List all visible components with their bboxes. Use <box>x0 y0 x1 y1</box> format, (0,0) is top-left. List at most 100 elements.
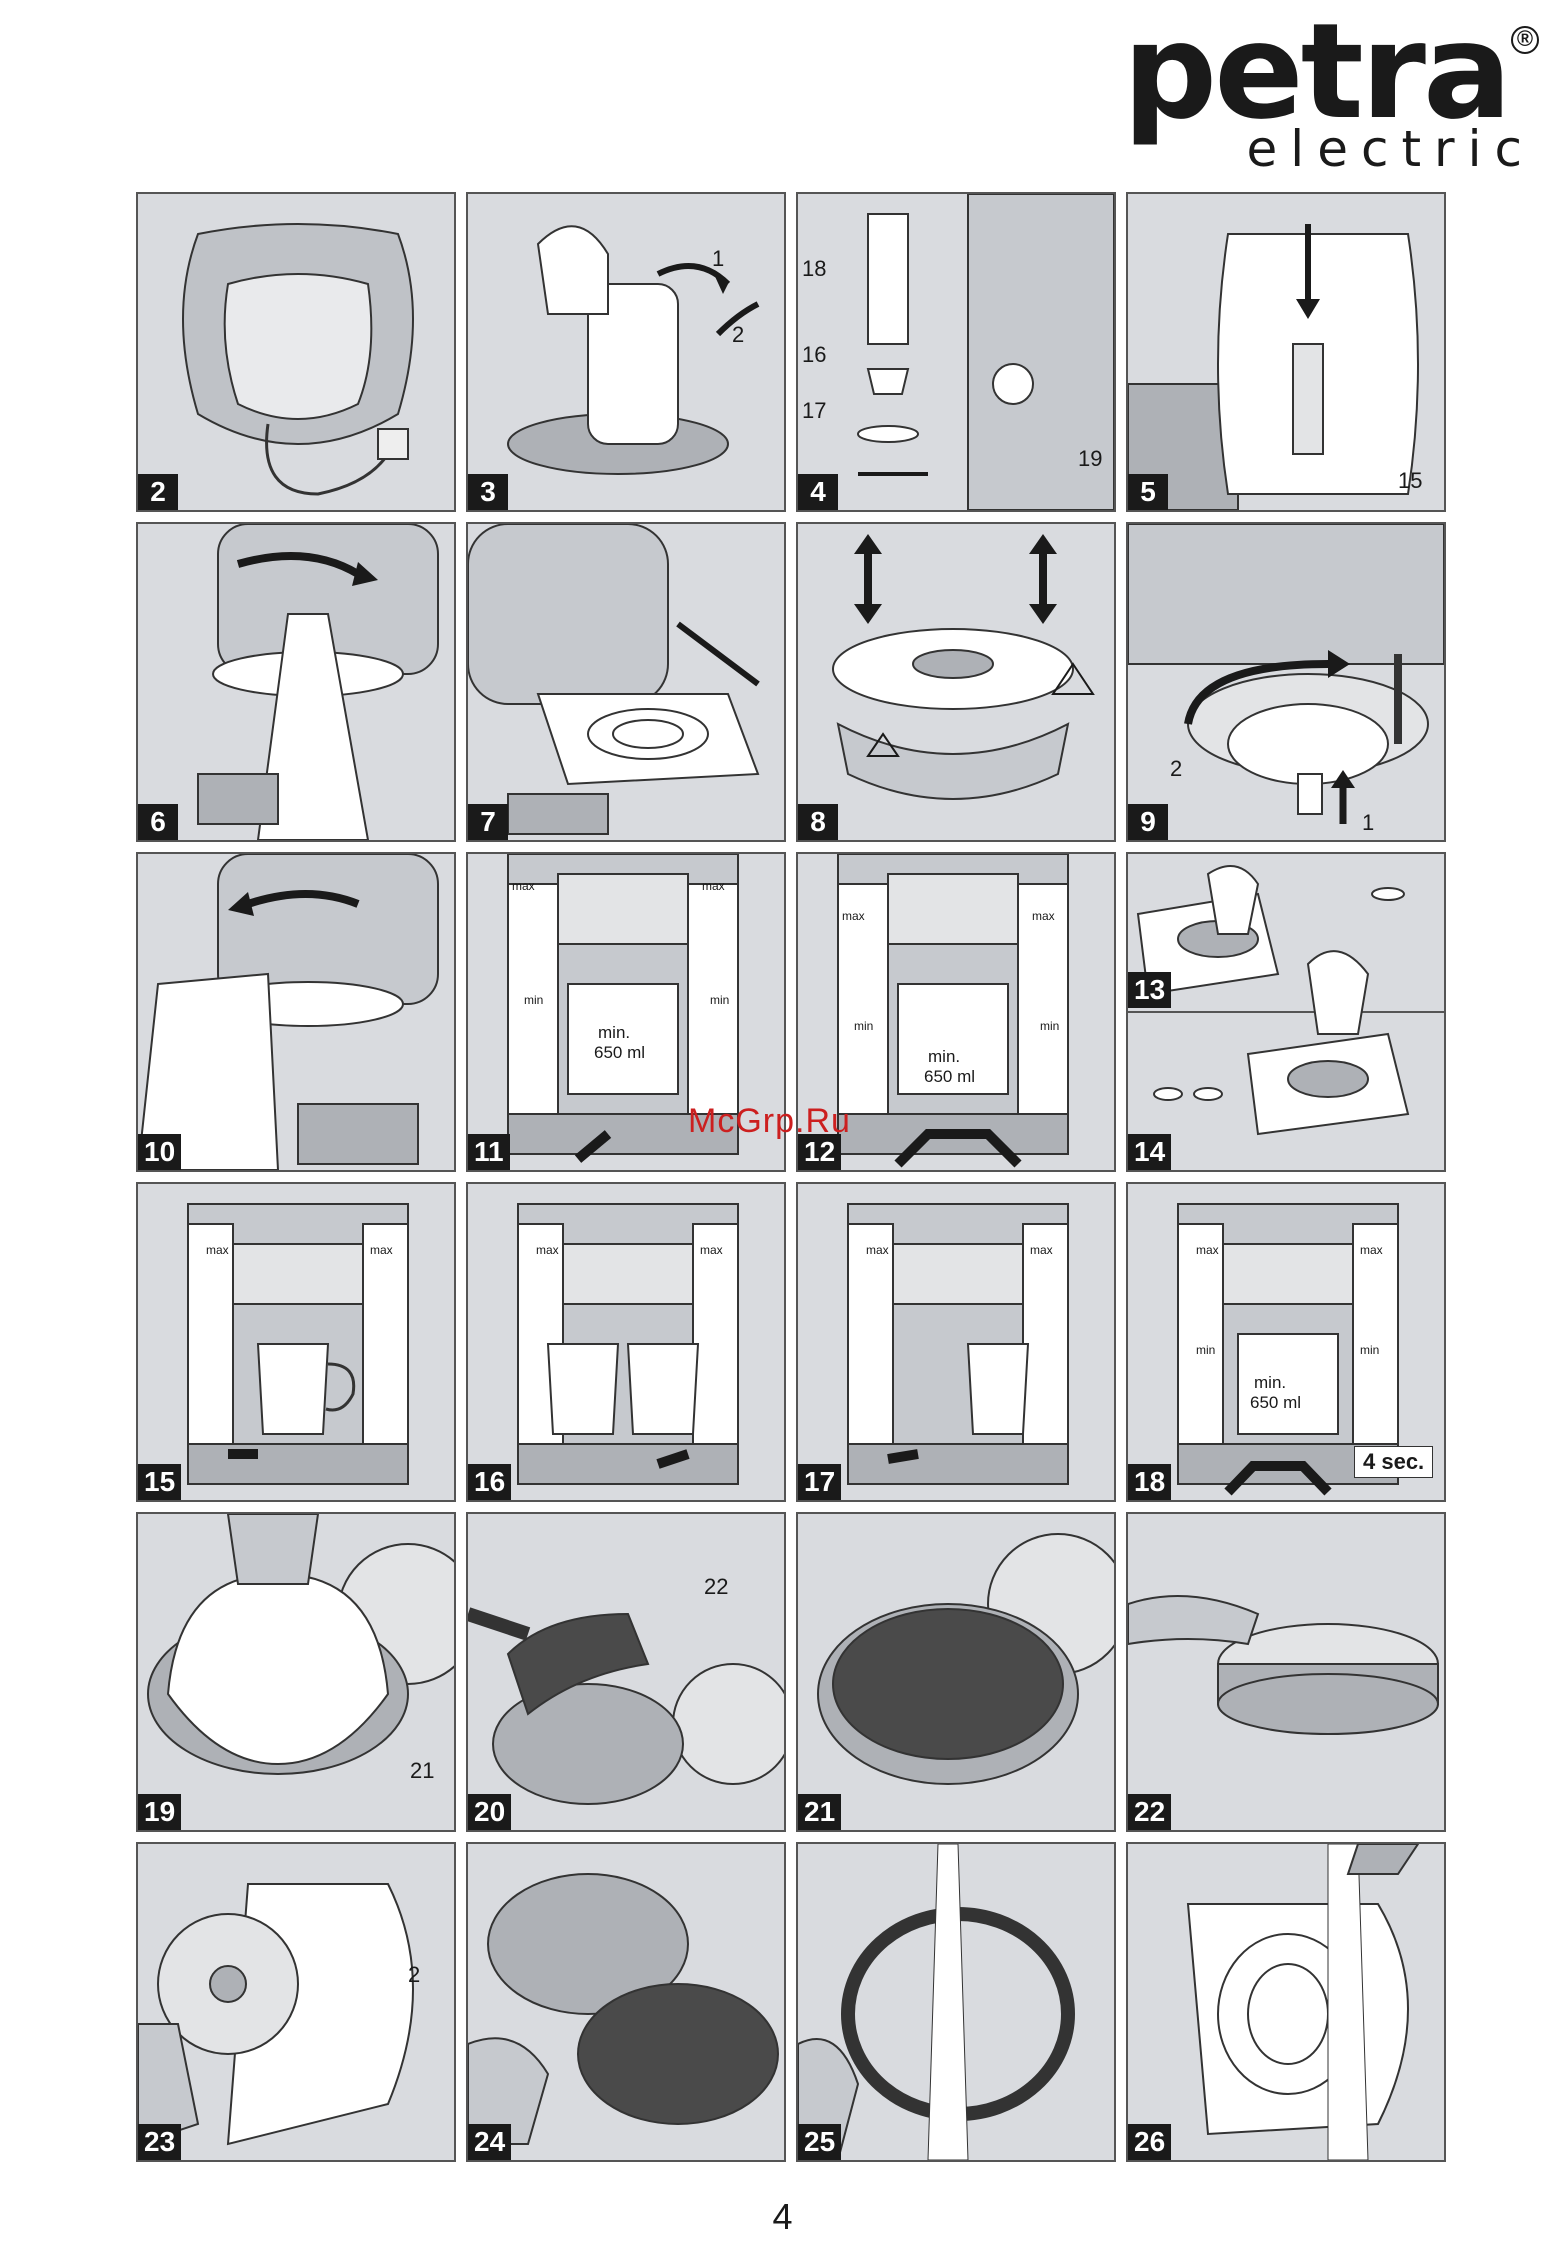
max-mark-label: max <box>512 880 535 892</box>
panel-19: 21 19 <box>136 1512 456 1832</box>
hot-water-illustration <box>798 1184 1114 1500</box>
min-mark-label: min <box>854 1020 873 1032</box>
max-mark-label: max <box>206 1244 229 1256</box>
panel-23: 2 23 <box>136 1842 456 2162</box>
coffee-fill-illustration <box>468 1514 784 1830</box>
part-label-15: 15 <box>1398 470 1422 492</box>
step-number-badge: 13 <box>1128 972 1171 1008</box>
panel-21: 21 <box>796 1512 1116 1832</box>
step-number-badge: 22 <box>1128 1794 1171 1830</box>
duration-tag: 4 sec. <box>1354 1446 1433 1478</box>
volume-label: 650 ml <box>1250 1394 1301 1411</box>
callout-label: 2 <box>732 324 744 346</box>
panel-25: 25 <box>796 1842 1116 2162</box>
step-label: 2 <box>1170 758 1182 780</box>
step-label: 1 <box>1362 812 1374 834</box>
holder-rinse-illustration <box>1128 1844 1444 2160</box>
volume-label: 650 ml <box>924 1068 975 1085</box>
max-mark-label: max <box>1030 1244 1053 1256</box>
brew-unit-parts-illustration <box>798 524 1114 840</box>
watermark: McGrp.Ru <box>688 1102 851 1141</box>
max-mark-label: max <box>866 1244 889 1256</box>
panel-6: 6 <box>136 522 456 842</box>
part-label-19: 19 <box>1078 448 1102 470</box>
pad-lid-close-illustration <box>1128 1514 1444 1830</box>
min-mark-label: min <box>710 994 729 1006</box>
max-mark-label: max <box>1360 1244 1383 1256</box>
part-label-17: 17 <box>802 400 826 422</box>
filter-insert-illustration <box>1128 194 1444 510</box>
volume-label: 650 ml <box>594 1044 645 1061</box>
max-mark-label: max <box>1032 910 1055 922</box>
step-number-badge: 9 <box>1128 804 1168 840</box>
step-number-badge: 8 <box>798 804 838 840</box>
max-mark-label: max <box>842 910 865 922</box>
part-label-21: 21 <box>410 1760 434 1782</box>
filled-pad-illustration <box>798 1514 1114 1830</box>
min-mark-label: min <box>1040 1020 1059 1032</box>
panel-4: 18 16 17 19 4 <box>796 192 1116 512</box>
max-mark-label: max <box>370 1244 393 1256</box>
panel-13-14: 13 14 <box>1126 852 1446 1172</box>
pad-insertion-illustration <box>1128 854 1444 1170</box>
water-tank-removal-illustration <box>468 194 784 510</box>
pad-press-illustration <box>138 1514 454 1830</box>
max-mark-label: max <box>536 1244 559 1256</box>
step-number-badge: 24 <box>468 2124 511 2160</box>
step-number-badge: 10 <box>138 1134 181 1170</box>
step-number-badge: 23 <box>138 2124 181 2160</box>
illustration-grid: 2 1 2 3 18 16 17 19 4 <box>136 192 1448 2172</box>
panel-24: 24 <box>466 1842 786 2162</box>
brand-subtitle: electric <box>1247 124 1535 174</box>
step-number-badge: 25 <box>798 2124 841 2160</box>
step-number-badge: 18 <box>1128 1464 1171 1500</box>
step-number-badge: 6 <box>138 804 178 840</box>
part-label-18: 18 <box>802 258 826 280</box>
machine-base-illustration <box>138 194 454 510</box>
min-volume-label: min. <box>1254 1374 1286 1391</box>
min-mark-label: min <box>1196 1344 1215 1356</box>
min-mark-label: min <box>524 994 543 1006</box>
min-volume-label: min. <box>928 1048 960 1065</box>
filter-parts-illustration <box>798 194 1114 510</box>
step-number-badge: 15 <box>138 1464 181 1500</box>
panel-2: 2 <box>136 192 456 512</box>
panel-5: 15 5 <box>1126 192 1446 512</box>
panel-7: 7 <box>466 522 786 842</box>
max-mark-label: max <box>1196 1244 1219 1256</box>
pad-insert-holder-illustration <box>138 1844 454 2160</box>
step-number-badge: 14 <box>1128 1134 1171 1170</box>
min-mark-label: min <box>1360 1344 1379 1356</box>
max-mark-label: max <box>702 880 725 892</box>
panel-3: 1 2 3 <box>466 192 786 512</box>
panel-8: 8 <box>796 522 1116 842</box>
panel-10: 10 <box>136 852 456 1172</box>
panel-22: 22 <box>1126 1512 1446 1832</box>
brew-unit-lock-illustration <box>1128 524 1444 840</box>
brand-logo: petra ® electric <box>1109 20 1549 180</box>
page-number: 4 <box>0 2196 1565 2238</box>
ring-rinse-illustration <box>798 1844 1114 2160</box>
step-number-badge: 11 <box>468 1134 510 1170</box>
single-cup-brew-illustration <box>138 1184 454 1500</box>
step-number-badge: 20 <box>468 1794 511 1830</box>
step-number-badge: 4 <box>798 474 838 510</box>
panel-20: 22 20 <box>466 1512 786 1832</box>
brew-unit-turn-back-illustration <box>138 854 454 1170</box>
step-number-badge: 21 <box>798 1794 841 1830</box>
brew-unit-unlock-illustration <box>138 524 454 840</box>
callout-label: 1 <box>712 248 724 270</box>
step-number-badge: 16 <box>468 1464 511 1500</box>
step-number-badge: 2 <box>138 474 178 510</box>
panel-16: max max 16 <box>466 1182 786 1502</box>
step-number-badge: 5 <box>1128 474 1168 510</box>
step-number-badge: 7 <box>468 804 508 840</box>
step-number-badge: 19 <box>138 1794 181 1830</box>
min-volume-label: min. <box>598 1024 630 1041</box>
brand-name: petra <box>1123 6 1509 138</box>
position-label: 2 <box>408 1964 420 1986</box>
pad-holder-slide-illustration <box>468 524 784 840</box>
two-cup-brew-illustration <box>468 1184 784 1500</box>
part-label-16: 16 <box>802 344 826 366</box>
panel-15: max max 15 <box>136 1182 456 1502</box>
